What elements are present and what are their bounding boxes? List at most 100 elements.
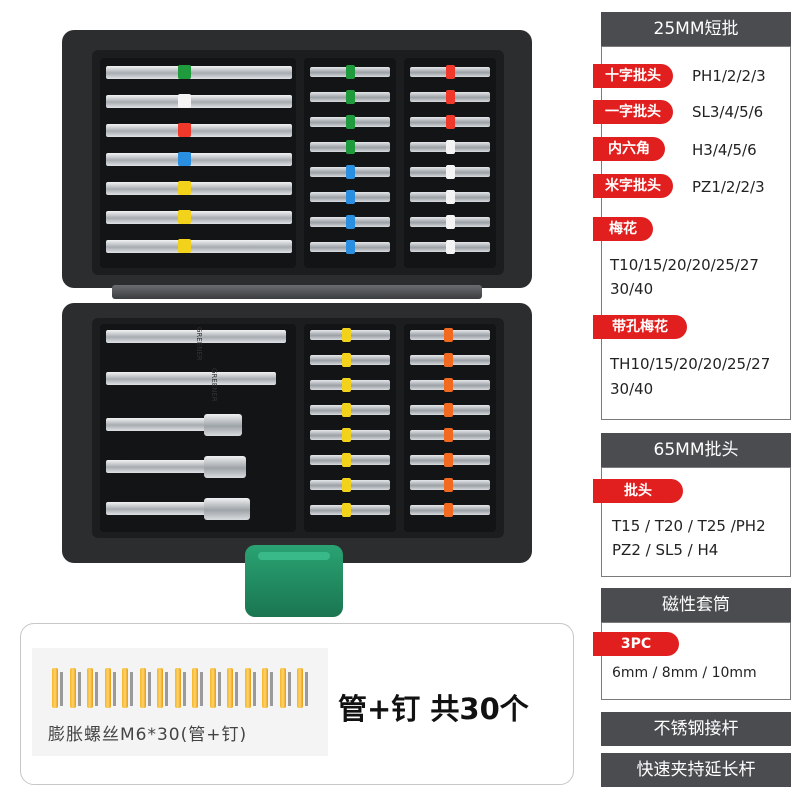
bit-color-band bbox=[446, 190, 455, 204]
long-bit bbox=[106, 153, 292, 166]
bit-color-band bbox=[342, 503, 351, 517]
bit-color-band bbox=[178, 65, 191, 79]
bit-color-band bbox=[342, 328, 351, 342]
value-torx-1: T10/15/20/20/25/27 bbox=[610, 256, 759, 274]
anchor-tube bbox=[157, 668, 163, 708]
tag-torx: 梅花 bbox=[593, 217, 653, 241]
bit-color-band bbox=[446, 215, 455, 229]
socket-shank bbox=[106, 418, 206, 431]
anchor-total: 管+钉 共30个 bbox=[338, 692, 529, 726]
long-bit bbox=[106, 66, 292, 79]
bit-color-band bbox=[346, 65, 355, 79]
bit-color-band bbox=[342, 428, 351, 442]
anchor-tube bbox=[279, 668, 286, 708]
bit-color-band bbox=[346, 190, 355, 204]
anchor-tube bbox=[104, 668, 111, 708]
long-bit bbox=[106, 124, 292, 137]
bit-color-band bbox=[342, 453, 351, 467]
anchor-screw bbox=[112, 672, 116, 706]
anchor-tube bbox=[122, 668, 128, 708]
anchor-tube bbox=[52, 668, 58, 708]
magnetic-socket bbox=[204, 414, 242, 436]
case-hinge bbox=[112, 285, 482, 299]
bit-color-band bbox=[444, 328, 453, 342]
bit-color-band bbox=[346, 165, 355, 179]
anchor-screw bbox=[235, 672, 238, 706]
tag-65mm: 批头 bbox=[593, 479, 683, 503]
tag-phillips: 十字批头 bbox=[593, 64, 673, 88]
tag-pozidriv: 米字批头 bbox=[593, 174, 673, 198]
value-slotted: SL3/4/5/6 bbox=[692, 103, 764, 121]
header-socket: 磁性套筒 bbox=[601, 588, 791, 622]
bit-color-band bbox=[446, 90, 455, 104]
value-phillips: PH1/2/2/3 bbox=[692, 67, 766, 85]
bit-color-band bbox=[444, 403, 453, 417]
bit-color-band bbox=[444, 453, 453, 467]
value-pozidriv: PZ1/2/2/3 bbox=[692, 178, 765, 196]
bit-color-band bbox=[346, 115, 355, 129]
header-25mm: 25MM短批 bbox=[601, 12, 791, 46]
bit-color-band bbox=[446, 240, 455, 254]
bit-color-band bbox=[342, 353, 351, 367]
value-security-torx-2: 30/40 bbox=[610, 380, 654, 398]
extension-rod bbox=[106, 330, 286, 343]
tag-socket: 3PC bbox=[593, 632, 679, 656]
magnetic-socket bbox=[204, 498, 250, 520]
bit-color-band bbox=[178, 181, 191, 195]
socket-shank bbox=[106, 502, 206, 515]
long-bit bbox=[106, 95, 292, 108]
bit-color-band bbox=[446, 65, 455, 79]
bit-color-band bbox=[346, 215, 355, 229]
bit-color-band bbox=[342, 478, 351, 492]
anchor-screw bbox=[95, 672, 98, 706]
value-security-torx-1: TH10/15/20/20/25/27 bbox=[610, 355, 771, 373]
bit-color-band bbox=[178, 94, 191, 108]
bit-color-band bbox=[444, 428, 453, 442]
bit-color-band bbox=[342, 378, 351, 392]
bit-color-band bbox=[446, 140, 455, 154]
bit-color-band bbox=[178, 210, 191, 224]
long-bit bbox=[106, 182, 292, 195]
anchor-caption: 膨胀螺丝M6*30(管+钉) bbox=[48, 725, 248, 745]
tag-security-torx: 带孔梅花 bbox=[593, 315, 687, 339]
bit-color-band bbox=[346, 90, 355, 104]
anchor-tube bbox=[227, 668, 233, 708]
value-65mm-1: T15 / T20 / T25 /PH2 bbox=[612, 517, 766, 535]
long-bit bbox=[106, 240, 292, 253]
socket-shank bbox=[106, 460, 206, 473]
anchor-tube bbox=[297, 668, 303, 708]
anchor-screw bbox=[270, 672, 273, 706]
bit-color-band bbox=[178, 239, 191, 253]
bit-color-band bbox=[444, 353, 453, 367]
magnetic-socket bbox=[204, 456, 246, 478]
value-hex: H3/4/5/6 bbox=[692, 141, 757, 159]
bit-color-band bbox=[178, 123, 191, 137]
anchor-tube bbox=[87, 668, 93, 708]
anchor-tube bbox=[192, 668, 198, 708]
anchor-screw bbox=[165, 672, 168, 706]
anchor-screw bbox=[77, 672, 81, 706]
anchor-screw bbox=[182, 672, 186, 706]
anchor-tube bbox=[139, 668, 146, 708]
header-65mm: 65MM批头 bbox=[601, 433, 791, 467]
latch-highlight bbox=[258, 552, 330, 560]
anchor-screw bbox=[60, 672, 63, 706]
anchor-screw bbox=[305, 672, 308, 706]
brand-mark: GREENER bbox=[210, 368, 218, 402]
anchor-screw bbox=[252, 672, 256, 706]
bit-color-band bbox=[444, 478, 453, 492]
value-socket: 6mm / 8mm / 10mm bbox=[612, 665, 757, 681]
anchor-screw bbox=[217, 672, 221, 706]
bit-color-band bbox=[178, 152, 191, 166]
tag-hex: 内六角 bbox=[593, 137, 665, 161]
bit-color-band bbox=[444, 378, 453, 392]
bit-color-band bbox=[444, 503, 453, 517]
anchor-screw bbox=[130, 672, 133, 706]
anchor-tube bbox=[209, 668, 216, 708]
bit-color-band bbox=[446, 165, 455, 179]
brand-mark: GREENER bbox=[195, 327, 203, 361]
anchor-tube bbox=[244, 668, 251, 708]
bit-color-band bbox=[346, 240, 355, 254]
bit-color-band bbox=[346, 140, 355, 154]
anchor-screw bbox=[147, 672, 151, 706]
